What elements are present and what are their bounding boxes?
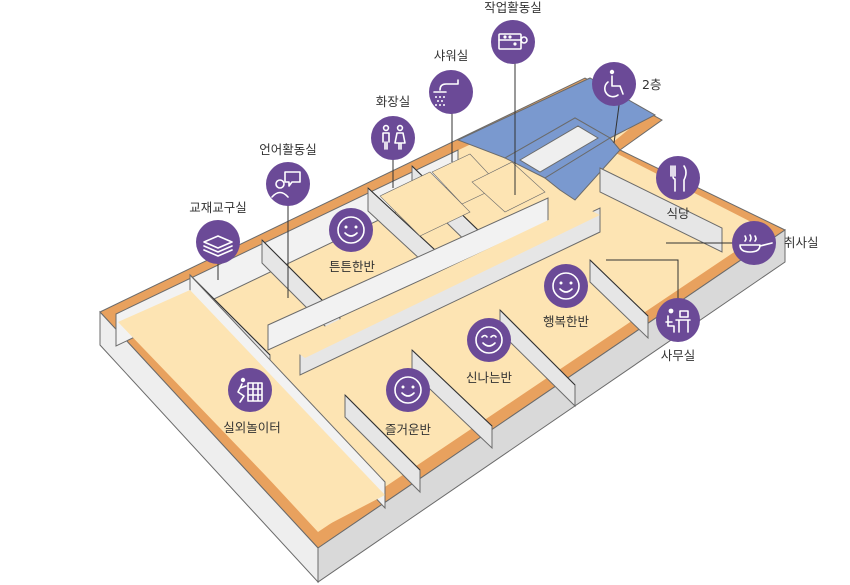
second-floor-marker[interactable]: 2층 (592, 62, 661, 106)
language-activity-label: 언어활동실 (259, 142, 317, 157)
stair-area (456, 77, 657, 201)
shower-label: 샤워실 (434, 48, 469, 63)
happy-class-marker[interactable]: 행복한반 (543, 264, 590, 329)
office-label: 사무실 (661, 348, 696, 363)
smile-face-icon (544, 264, 588, 308)
restroom-floor (379, 171, 471, 237)
strong-class-label: 튼튼한반 (329, 259, 376, 274)
shower-icon (429, 70, 473, 114)
second-floor-label: 2층 (642, 77, 661, 92)
indoor-playground-label: 실외놀이터 (223, 420, 281, 435)
exciting-class-label: 신나는반 (466, 370, 513, 385)
cafeteria-partition (599, 167, 723, 253)
fun-class-label: 즐거운반 (385, 422, 432, 437)
happy-class-label: 행복한반 (543, 314, 590, 329)
corridor (267, 197, 601, 376)
smile-face-icon (386, 368, 430, 412)
office-marker[interactable]: 사무실 (656, 298, 700, 363)
teaching-materials-marker[interactable]: 교재교구실 (189, 200, 247, 264)
abacus-icon (491, 20, 535, 64)
work-activity-label: 작업활동실 (484, 0, 542, 15)
exciting-class-marker[interactable]: 신나는반 (466, 318, 513, 385)
smile-face-icon (329, 208, 373, 252)
front-rooms (344, 167, 723, 494)
restroom-icon (371, 116, 415, 160)
cafeteria-marker[interactable]: 식당 (656, 156, 700, 221)
corridor-floor (286, 205, 600, 358)
wheelchair-icon (592, 62, 636, 106)
stair-void (519, 125, 599, 173)
shower-marker[interactable]: 샤워실 (429, 48, 473, 114)
teaching-materials-label: 교재교구실 (189, 200, 247, 215)
fun-class-marker[interactable]: 즐거운반 (385, 368, 432, 437)
cafeteria-label: 식당 (666, 206, 690, 221)
strong-class-marker[interactable]: 튼튼한반 (329, 208, 376, 274)
frying-pan-icon (732, 221, 776, 265)
work-activity-marker[interactable]: 작업활동실 (484, 0, 542, 64)
stair-lower (544, 137, 621, 201)
indoor-playground-marker[interactable]: 실외놀이터 (223, 368, 281, 435)
language-activity-marker[interactable]: 언어활동실 (259, 142, 317, 206)
books-icon (196, 220, 240, 264)
cutlery-icon (656, 156, 700, 200)
leader-lines (217, 62, 734, 300)
work-floor (471, 161, 546, 213)
kitchen-marker[interactable]: 취사실 (732, 221, 819, 265)
kitchen-label: 취사실 (784, 235, 819, 250)
restroom-marker[interactable]: 화장실 (371, 94, 415, 160)
smile-face-icon (467, 318, 511, 362)
restroom-label: 화장실 (376, 94, 411, 109)
climbing-icon (228, 368, 272, 412)
speech-icon (266, 162, 310, 206)
